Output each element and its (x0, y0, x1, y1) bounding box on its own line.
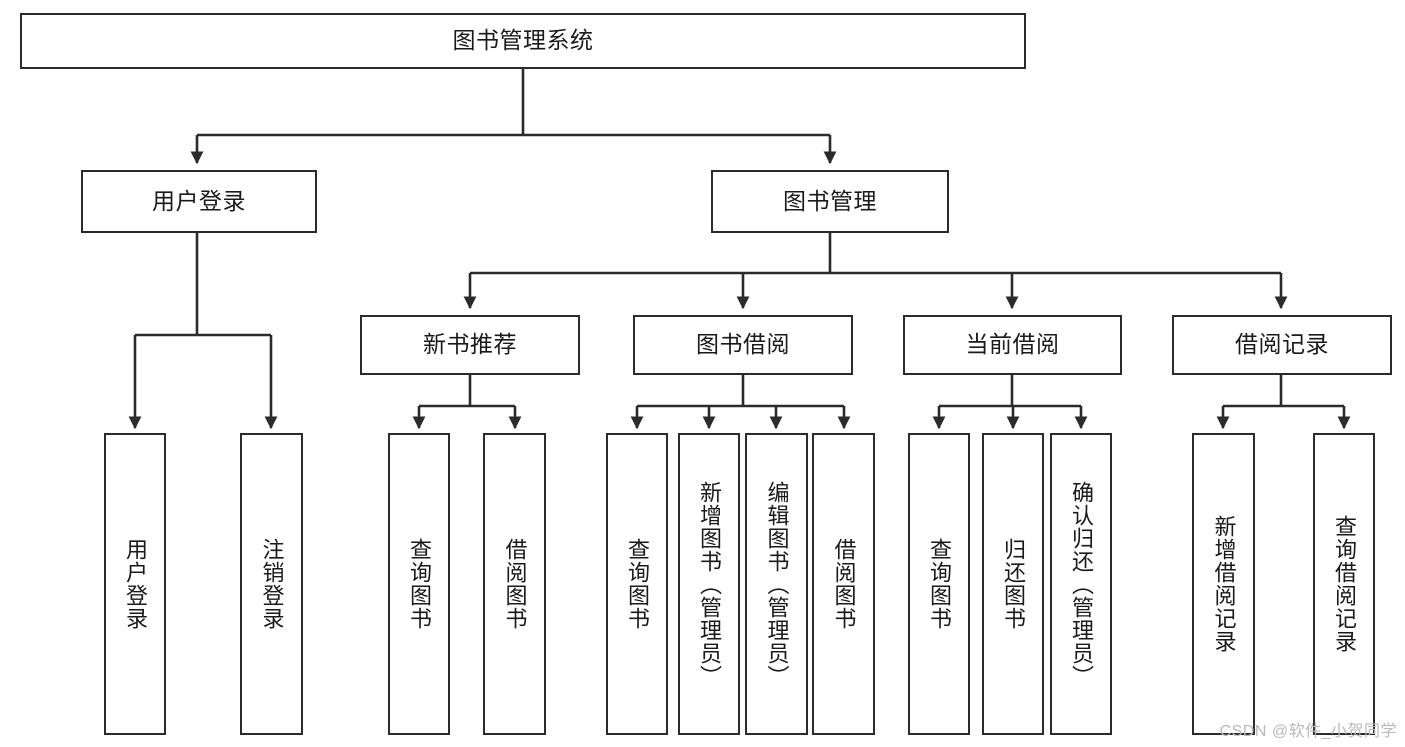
node-leaf-add-book-label: 新增图书（管理员） (696, 480, 722, 688)
node-leaf-query-book-3[interactable]: 查询图书 (908, 433, 970, 735)
node-leaf-user-logout-label: 注销登录 (259, 538, 285, 630)
node-leaf-query-record-label: 查询借阅记录 (1331, 515, 1357, 653)
node-current-borrow[interactable]: 当前借阅 (903, 315, 1122, 375)
node-leaf-borrow-book-2-label: 借阅图书 (831, 538, 857, 630)
node-current-borrow-label: 当前借阅 (965, 331, 1060, 358)
node-leaf-query-book-2[interactable]: 查询图书 (606, 433, 668, 735)
node-leaf-confirm-return-label: 确认归还（管理员） (1068, 480, 1094, 688)
node-leaf-user-logout[interactable]: 注销登录 (240, 433, 303, 735)
node-leaf-user-login-label: 用户登录 (122, 538, 148, 630)
node-leaf-edit-book-label: 编辑图书（管理员） (764, 480, 790, 688)
node-root[interactable]: 图书管理系统 (20, 13, 1026, 69)
node-leaf-return-book[interactable]: 归还图书 (982, 433, 1044, 735)
node-root-label: 图书管理系统 (452, 27, 594, 54)
node-borrow-record[interactable]: 借阅记录 (1172, 315, 1392, 375)
node-user-login-label: 用户登录 (152, 187, 246, 214)
node-leaf-query-book-1[interactable]: 查询图书 (388, 433, 450, 735)
node-book-borrow-label: 图书借阅 (696, 331, 790, 358)
node-borrow-record-label: 借阅记录 (1235, 331, 1329, 358)
watermark: CSDN @软件_小贺同学 (1219, 723, 1397, 740)
node-leaf-confirm-return[interactable]: 确认归还（管理员） (1050, 433, 1112, 735)
node-book-manage[interactable]: 图书管理 (711, 170, 949, 233)
node-leaf-borrow-book-2[interactable]: 借阅图书 (812, 433, 875, 735)
node-leaf-return-book-label: 归还图书 (1000, 538, 1026, 630)
node-new-book-recommend-label: 新书推荐 (423, 331, 517, 358)
node-user-login[interactable]: 用户登录 (81, 170, 317, 233)
node-leaf-borrow-book-1-label: 借阅图书 (502, 538, 528, 630)
node-new-book-recommend[interactable]: 新书推荐 (360, 315, 580, 375)
node-book-borrow[interactable]: 图书借阅 (633, 315, 853, 375)
node-leaf-query-book-2-label: 查询图书 (624, 538, 650, 630)
node-leaf-query-book-3-label: 查询图书 (926, 538, 952, 630)
node-leaf-add-record-label: 新增借阅记录 (1211, 515, 1237, 653)
node-leaf-user-login[interactable]: 用户登录 (104, 433, 166, 735)
node-leaf-edit-book[interactable]: 编辑图书（管理员） (745, 433, 808, 735)
node-leaf-query-book-1-label: 查询图书 (406, 538, 432, 630)
node-book-manage-label: 图书管理 (783, 187, 877, 214)
node-leaf-query-record[interactable]: 查询借阅记录 (1313, 433, 1375, 735)
node-leaf-add-record[interactable]: 新增借阅记录 (1192, 433, 1255, 735)
node-leaf-borrow-book-1[interactable]: 借阅图书 (483, 433, 546, 735)
node-leaf-add-book[interactable]: 新增图书（管理员） (678, 433, 740, 735)
